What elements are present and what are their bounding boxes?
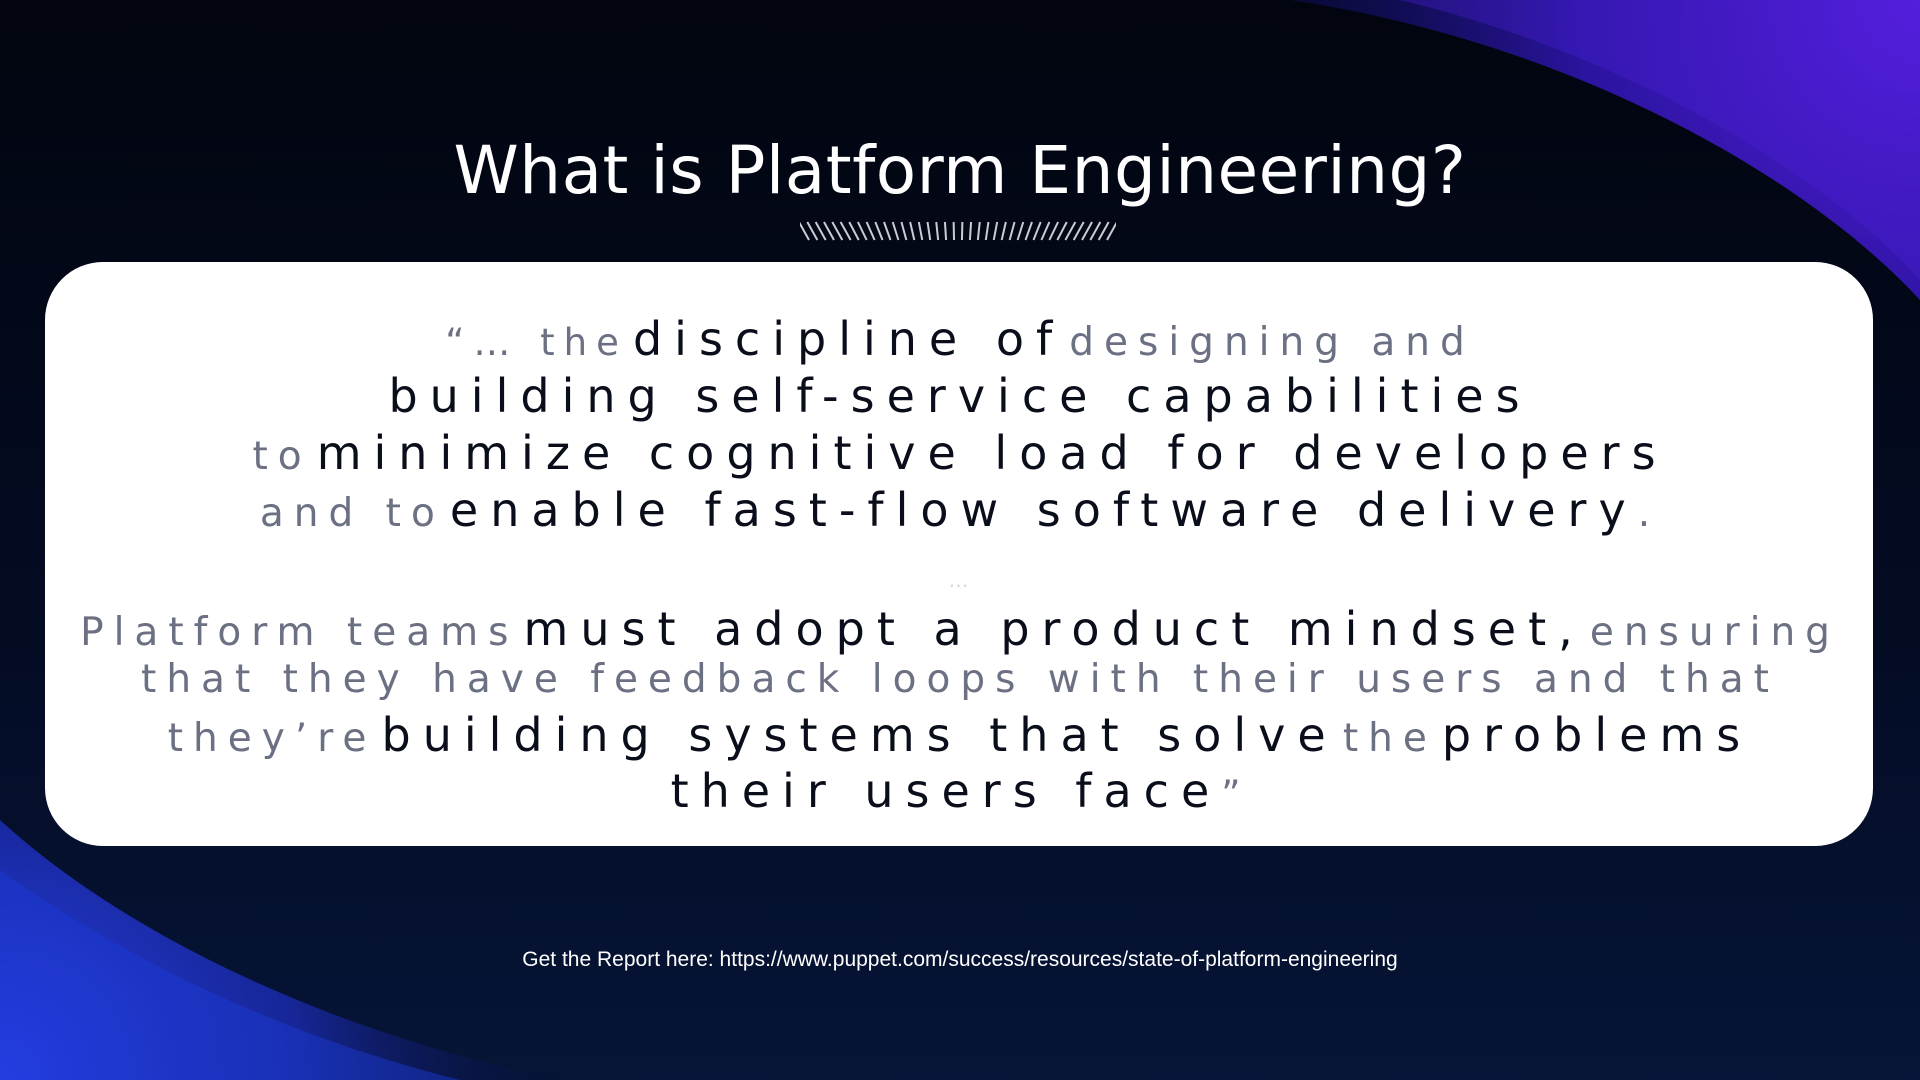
- hatch-mark: [1000, 221, 1007, 241]
- quote-strong: enable fast-flow software delivery: [449, 483, 1638, 537]
- quote-strong: building self-service capabilities: [388, 369, 1532, 423]
- quote-line-3: to minimize cognitive load for developer…: [0, 430, 1920, 476]
- hatch-mark: [968, 221, 973, 241]
- hatch-mark: [857, 221, 868, 241]
- hatch-mark: [865, 221, 876, 241]
- hatch-mark: [1032, 221, 1042, 241]
- quote-line-6: that they have feedback loops with their…: [0, 660, 1920, 699]
- hatch-mark: [992, 221, 999, 241]
- hatch-mark: [976, 221, 981, 241]
- quote-dim: they’re: [167, 716, 377, 761]
- hatch-mark: [1056, 221, 1068, 241]
- quote-strong: building systems that solve: [381, 708, 1338, 762]
- hatch-mark: [1089, 221, 1102, 241]
- hatch-mark: [900, 221, 908, 241]
- hatch-mark: [1106, 221, 1116, 241]
- hatch-mark: [1048, 221, 1059, 241]
- hatch-mark: [1081, 221, 1093, 241]
- hatch-mark: [1064, 221, 1077, 241]
- quote-dim: to: [252, 434, 312, 479]
- hatch-mark: [926, 221, 932, 241]
- quote-card: [45, 262, 1873, 846]
- quote-dim: that they have feedback loops with their…: [141, 657, 1779, 702]
- slide-title: What is Platform Engineering?: [453, 132, 1467, 209]
- quote-dim: Platform teams: [80, 610, 519, 655]
- hatch-mark: [909, 221, 916, 241]
- hatch-mark: [1072, 221, 1085, 241]
- hatch-mark: [984, 221, 990, 241]
- title-hatch-decoration: [800, 221, 1116, 241]
- hatch-mark: [1040, 221, 1051, 241]
- quote-open: “… the: [445, 321, 628, 364]
- hatch-mark: [935, 221, 940, 241]
- hatch-mark: [848, 221, 860, 241]
- quote-line-1: “… the discipline of designing and: [0, 316, 1920, 362]
- hatch-mark: [874, 221, 884, 241]
- quote-ellipsis: …: [948, 568, 972, 592]
- quote-close: ”: [1221, 773, 1250, 816]
- report-link[interactable]: Get the Report here: https://www.puppet.…: [522, 948, 1398, 971]
- quote-strong: problems: [1441, 708, 1753, 762]
- hatch-mark: [1016, 221, 1025, 241]
- hatch-mark: [806, 221, 819, 241]
- quote-strong: discipline of: [632, 312, 1065, 366]
- quote-period: .: [1637, 491, 1661, 536]
- hatch-mark: [917, 221, 924, 241]
- hatch-mark: [1097, 221, 1110, 241]
- hatch-mark: [839, 221, 852, 241]
- hatch-mark: [823, 221, 835, 241]
- quote-strong: their users face: [670, 764, 1222, 818]
- hatch-mark: [943, 221, 948, 241]
- quote-line-5: Platform teams must adopt a product mind…: [0, 606, 1920, 652]
- quote-dim: the: [1342, 716, 1437, 761]
- quote-line-4: and to enable fast-flow software deliver…: [0, 487, 1920, 533]
- quote-line-2: building self-service capabilities: [0, 373, 1920, 419]
- hatch-mark: [831, 221, 844, 241]
- hatch-mark: [891, 221, 900, 241]
- quote-line-7: they’re building systems that solve the …: [0, 712, 1920, 758]
- hatch-mark: [800, 221, 810, 241]
- quote-strong: must adopt a product mindset,: [523, 602, 1585, 656]
- hatch-mark: [1024, 221, 1033, 241]
- quote-line-8: their users face”: [0, 768, 1920, 814]
- hatch-mark: [814, 221, 827, 241]
- quote-dim: designing and: [1069, 320, 1475, 365]
- hatch-mark: [1008, 221, 1016, 241]
- hatch-mark: [883, 221, 892, 241]
- quote-dim: and to: [259, 491, 445, 536]
- quote-dim: ensuring: [1589, 610, 1840, 655]
- quote-strong: minimize cognitive load for developers: [316, 426, 1668, 480]
